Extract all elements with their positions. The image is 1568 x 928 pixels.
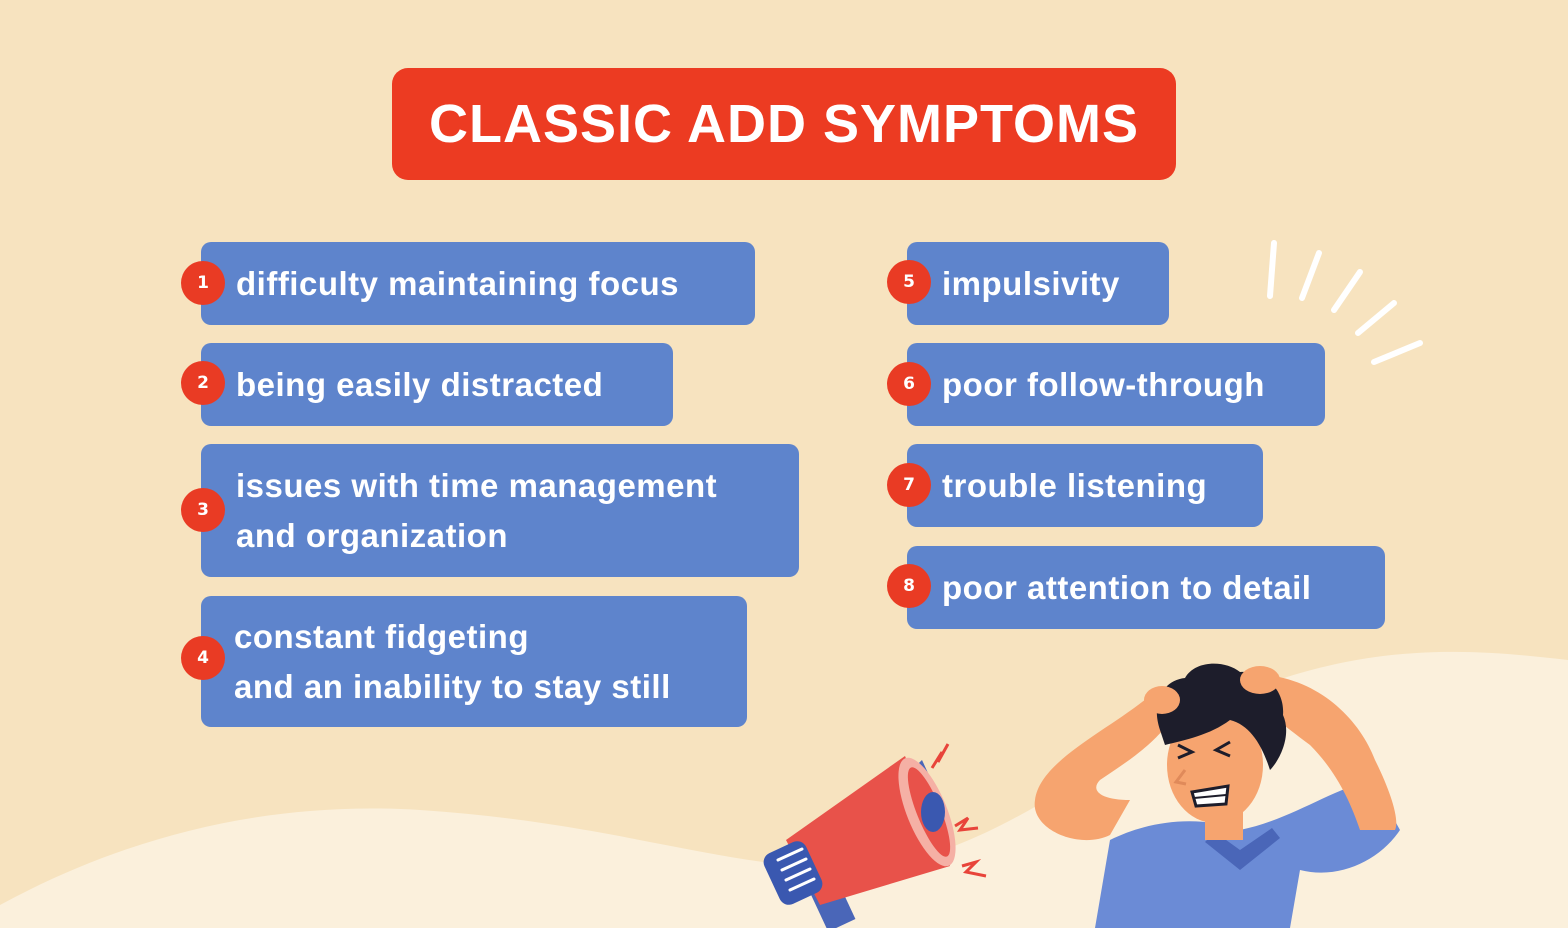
number-badge: 8 xyxy=(887,564,931,608)
stressed-person-illustration xyxy=(1034,663,1400,928)
symptom-text: impulsivity xyxy=(942,264,1120,302)
symptom-item-1: difficulty maintaining focus xyxy=(201,242,755,325)
symptom-item-4: constant fidgeting and an inability to s… xyxy=(201,596,747,727)
number-badge: 6 xyxy=(887,362,931,406)
symptom-text: trouble listening xyxy=(942,466,1208,504)
number-badge: 1 xyxy=(181,261,225,305)
symptom-item-5: impulsivity xyxy=(907,242,1169,325)
symptom-text: poor follow-through xyxy=(942,365,1265,403)
symptom-item-2: being easily distracted xyxy=(201,343,673,426)
symptom-text: difficulty maintaining focus xyxy=(236,264,680,302)
number-badge: 4 xyxy=(181,636,225,680)
number-badge: 3 xyxy=(181,488,225,532)
number-badge: 7 xyxy=(887,463,931,507)
symptom-item-3: issues with time management and organiza… xyxy=(201,444,799,577)
symptom-text: constant fidgeting and an inability to s… xyxy=(234,617,671,705)
megaphone-icon xyxy=(763,743,987,928)
number-badge: 5 xyxy=(887,260,931,304)
symptom-item-8: poor attention to detail xyxy=(907,546,1385,629)
symptom-text: being easily distracted xyxy=(236,365,604,403)
symptom-text: poor attention to detail xyxy=(942,568,1312,606)
emphasis-lines-icon xyxy=(1267,240,1423,365)
page-title: CLASSIC ADD SYMPTOMS xyxy=(428,94,1140,154)
title-banner: CLASSIC ADD SYMPTOMS xyxy=(392,68,1176,180)
symptom-item-7: trouble listening xyxy=(907,444,1263,527)
symptom-text: issues with time management and organiza… xyxy=(236,466,718,554)
symptom-item-6: poor follow-through xyxy=(907,343,1325,426)
number-badge: 2 xyxy=(181,361,225,405)
